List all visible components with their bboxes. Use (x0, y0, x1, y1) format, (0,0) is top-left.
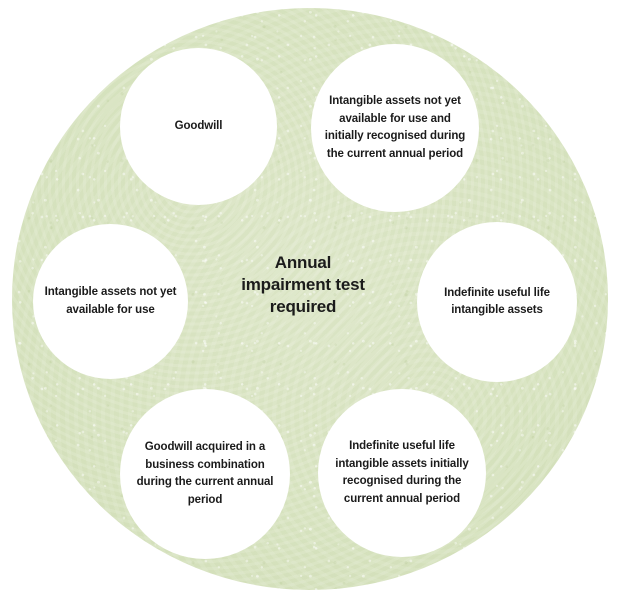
center-title: Annual impairment test required (208, 252, 398, 318)
bubble-indefinite-useful-life-initially-recognised-label: Indefinite useful life intangible assets… (335, 440, 469, 505)
center-title-line-3: required (269, 297, 337, 316)
center-title-line-1: Annual (274, 253, 332, 272)
bubble-indefinite-useful-life-intangible-assets-label: Indefinite useful life intangible assets (444, 286, 550, 317)
bubble-indefinite-useful-life-initially-recognised[interactable]: Indefinite useful life intangible assets… (318, 389, 486, 557)
center-title-line-2: impairment test (241, 275, 365, 294)
bubble-intangible-assets-not-yet-available-initially-recognised[interactable]: Intangible assets not yet available for … (311, 44, 479, 212)
bubble-goodwill-label: Goodwill (174, 119, 223, 132)
bubble-goodwill[interactable]: Goodwill (120, 48, 277, 205)
bubble-indefinite-useful-life-intangible-assets[interactable]: Indefinite useful life intangible assets (417, 222, 577, 382)
bubble-intangible-assets-not-yet-available-label: Intangible assets not yet available for … (44, 286, 177, 316)
bubble-intangible-assets-not-yet-available-initially-recognised-label: Intangible assets not yet available for … (324, 95, 466, 160)
bubble-goodwill-acquired-business-combination[interactable]: Goodwill acquired in a business combinat… (120, 389, 290, 559)
bubble-intangible-assets-not-yet-available[interactable]: Intangible assets not yet available for … (33, 224, 188, 379)
bubble-goodwill-acquired-business-combination-label: Goodwill acquired in a business combinat… (136, 441, 274, 506)
